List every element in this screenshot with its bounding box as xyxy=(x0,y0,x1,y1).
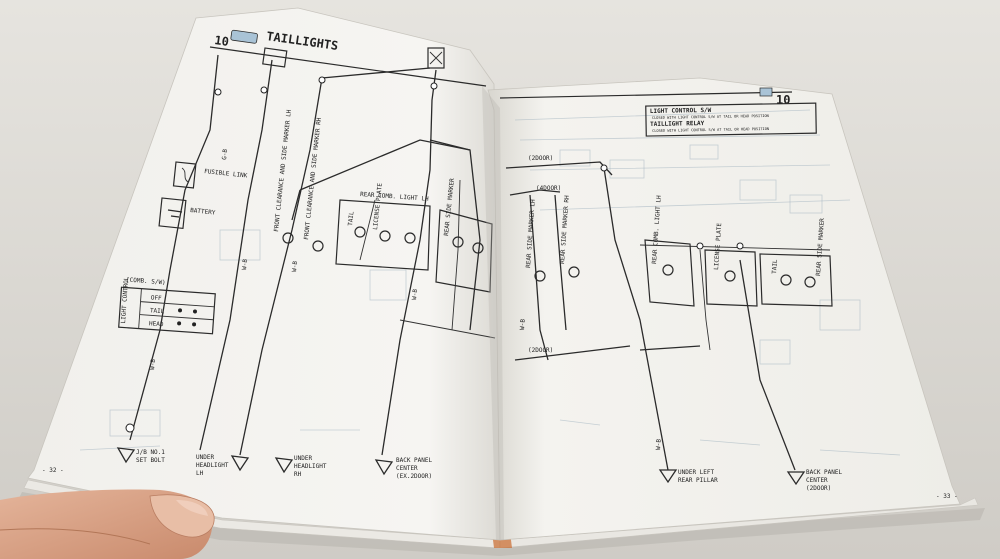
switch-pos-head: HEAD xyxy=(149,320,164,328)
ground-4-line1: BACK PANEL xyxy=(396,457,433,464)
right-page-number: - 33 - xyxy=(936,493,958,500)
light-control-switch: (COMB. S/W) LIGHT CONTROL OFF TAIL HEAD xyxy=(118,276,216,335)
lamp-rear-side-rh xyxy=(568,266,580,278)
license-box-right xyxy=(704,249,758,307)
lamp-license xyxy=(379,230,391,242)
r-ground-1-line1: UNDER LEFT xyxy=(678,469,715,476)
ground-3-line1: UNDER xyxy=(294,455,312,462)
switch-header: (COMB. S/W) xyxy=(126,277,166,287)
lamp-label-license: LICENSE PLATE xyxy=(372,182,384,230)
right-wiring: REAR SIDE MARKER LH REAR SIDE MARKER RH … xyxy=(505,155,833,471)
note-line2: CLOSED WITH LIGHT CONTROL S/W AT TAIL OR… xyxy=(652,127,769,133)
ground-2-line3: LH xyxy=(196,470,204,477)
rear-combi-box-right xyxy=(644,239,695,307)
right-car-icon xyxy=(759,87,773,97)
tag-2: (4DOOR) xyxy=(536,185,561,192)
fuse-box xyxy=(427,47,445,69)
rear-combi-box xyxy=(335,199,431,271)
r-ground-2-line2: CENTER xyxy=(806,477,828,484)
tag-1: (2DOOR) xyxy=(528,155,553,162)
switch-pos-tail: TAIL xyxy=(150,307,165,315)
left-section-number: 10 xyxy=(214,33,230,49)
lamp-front-lh xyxy=(282,232,294,244)
right-page xyxy=(487,77,961,541)
battery-label: BATTERY xyxy=(190,207,216,217)
lamp-label-r4: LICENSE PLATE xyxy=(713,222,723,270)
wire-label-r2: W-B xyxy=(655,438,663,450)
ground-2-line1: UNDER xyxy=(196,454,214,461)
switch-group-label: LIGHT CONTROL xyxy=(120,276,130,324)
lamp-label-r1: REAR SIDE MARKER LH xyxy=(525,199,537,268)
fusible-link-label: FUSIBLE LINK xyxy=(204,168,248,180)
tag-3: (2DOOR) xyxy=(528,347,553,354)
wire-label-2: W-B xyxy=(241,258,249,270)
lamp-tail xyxy=(354,226,366,238)
fusible-link xyxy=(172,161,197,189)
ground-1-line1: J/B NO.1 xyxy=(136,449,165,456)
wire-label-r1: W-B xyxy=(519,318,527,330)
car-icon xyxy=(230,29,258,44)
r-ground-2-line3: (2DOOR) xyxy=(806,485,831,492)
lamp-label-r6: REAR SIDE MARKER xyxy=(815,218,826,277)
wire-label-5: G-B xyxy=(221,148,229,160)
lamp-label-r2: REAR SIDE MARKER RH xyxy=(559,195,571,264)
ghost-print xyxy=(79,109,901,456)
ground-4-line3: (EX.2DOOR) xyxy=(396,473,432,480)
note-line1: CLOSED WITH LIGHT CONTROL S/W AT TAIL OR… xyxy=(652,114,769,120)
lamp-front-rh xyxy=(312,240,324,252)
left-grounds: J/B NO.1 SET BOLT UNDER HEADLIGHT LH UND… xyxy=(42,447,433,480)
lamp-rear-side-lh xyxy=(534,270,546,282)
lamp-label-tail: TAIL xyxy=(347,211,356,226)
rear-combi-label: REAR COMB. LIGHT LH xyxy=(360,191,429,203)
right-section-number: 10 xyxy=(776,93,790,107)
ground-3-line3: RH xyxy=(294,471,302,478)
wire-label-3: W-B xyxy=(291,260,299,272)
note-box: LIGHT CONTROL S/W CLOSED WITH LIGHT CONT… xyxy=(645,102,817,137)
thumbnail xyxy=(176,500,208,516)
relay-box xyxy=(262,47,288,68)
hand xyxy=(0,489,215,559)
lamp-label-r5: TAIL xyxy=(771,259,779,274)
lamp-label-r3: REAR COMB. LIGHT LH xyxy=(651,195,663,264)
note-title: LIGHT CONTROL S/W xyxy=(650,107,712,115)
ground-3-line2: HEADLIGHT xyxy=(294,463,327,470)
switch-pos-off: OFF xyxy=(151,294,163,302)
ground-4-line2: CENTER xyxy=(396,465,418,472)
right-grounds: UNDER LEFT REAR PILLAR BACK PANEL CENTER… xyxy=(658,469,958,500)
tail-box-right xyxy=(759,253,833,307)
r-ground-1-line2: REAR PILLAR xyxy=(678,477,718,484)
lamp-rear-side xyxy=(404,232,416,244)
ground-1-line2: SET BOLT xyxy=(136,457,165,464)
wire-label-4: W-B xyxy=(411,288,419,300)
r-ground-2-line1: BACK PANEL xyxy=(806,469,843,476)
left-page-number: - 32 - xyxy=(42,467,64,474)
relay-title: TAILLIGHT RELAY xyxy=(650,120,705,128)
ground-2-line2: HEADLIGHT xyxy=(196,462,229,469)
book-shadow xyxy=(18,492,985,556)
battery-symbol xyxy=(158,197,187,230)
rear-side-box xyxy=(435,209,493,293)
gutter-shadow xyxy=(482,86,504,540)
wire-label-1: W-B xyxy=(149,358,157,370)
